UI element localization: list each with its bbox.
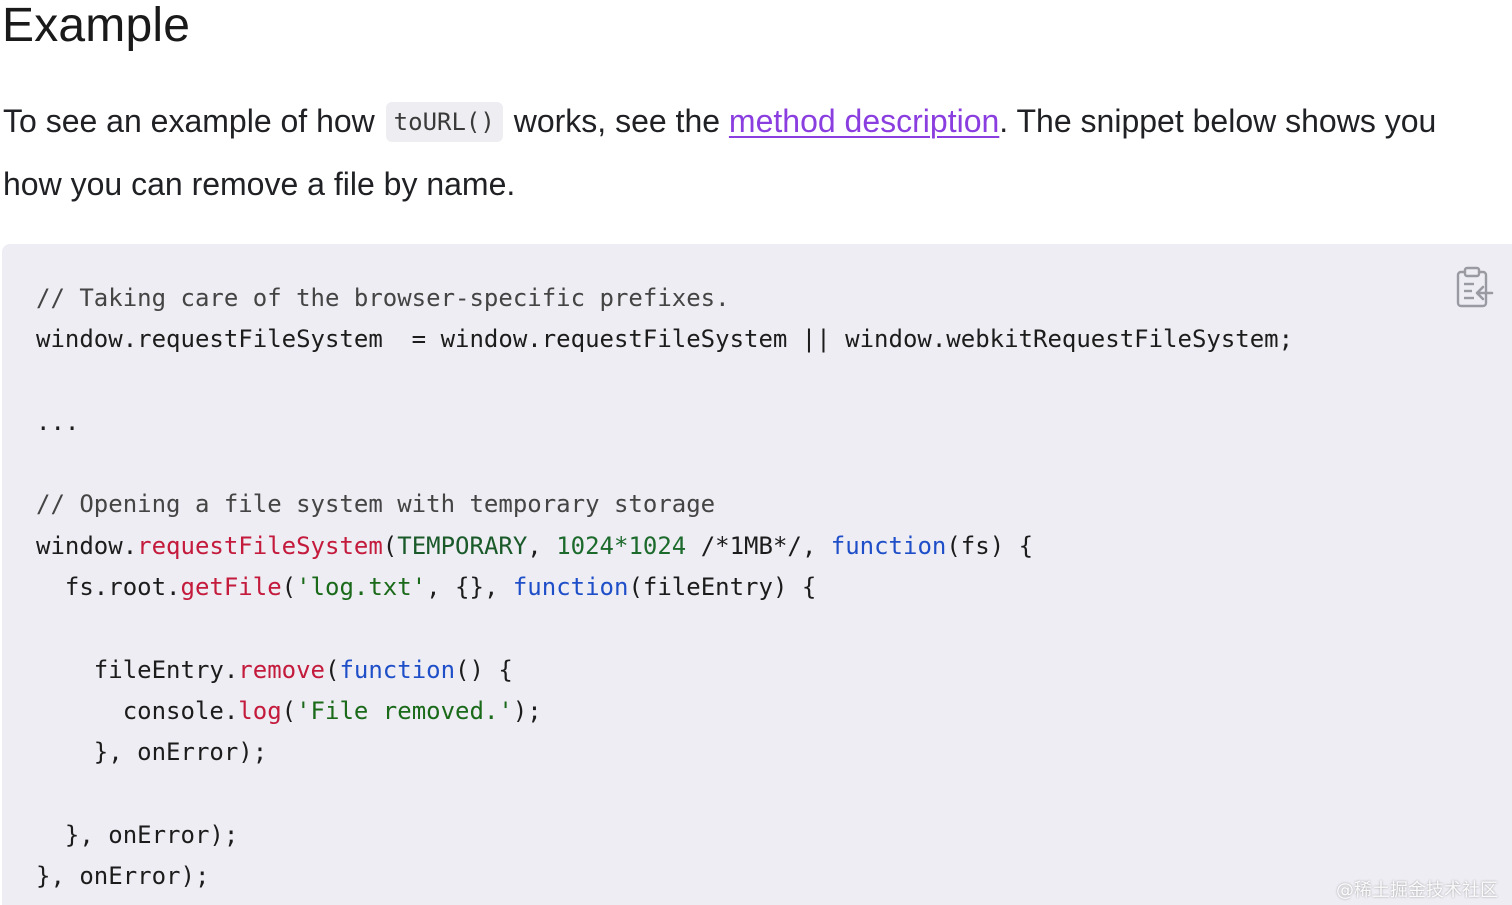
code-line-blank <box>36 774 1293 815</box>
code-line-getfile: fs.root.getFile('log.txt', {}, function(… <box>36 573 817 602</box>
paragraph-text-middle: works, see the <box>504 103 729 139</box>
code-line-request-assign: window.requestFileSystem = window.reques… <box>36 325 1294 354</box>
paragraph-text-after: . The snippet below shows you <box>999 103 1437 139</box>
code-line-blank <box>36 443 1293 484</box>
section-heading: Example <box>2 0 191 52</box>
code-block: // Taking care of the browser-specific p… <box>2 244 1512 905</box>
paragraph-line-2: how you can remove a file by name. <box>3 166 516 202</box>
paragraph-text-before: To see an example of how <box>3 103 384 139</box>
code-snippet: // Taking care of the browser-specific p… <box>36 278 1293 897</box>
paragraph-line-1: To see an example of how toURL() works, … <box>3 90 1512 153</box>
code-line-comment-opening: // Opening a file system with temporary … <box>36 490 716 519</box>
code-line-close-request: }, onError); <box>36 862 210 891</box>
code-line-blank <box>36 361 1293 402</box>
method-description-link[interactable]: method description <box>728 103 1000 139</box>
code-line-console-log: console.log('File removed.'); <box>36 696 542 725</box>
clipboard-copy-icon[interactable] <box>1454 266 1494 310</box>
code-line-remove: fileEntry.remove(function() { <box>36 655 513 684</box>
code-line-close-getfile: }, onError); <box>36 820 239 849</box>
intro-paragraph: To see an example of how toURL() works, … <box>3 90 1512 216</box>
code-line-comment-prefixes: // Taking care of the browser-specific p… <box>36 284 730 312</box>
code-line-close-remove: }, onError); <box>36 738 268 767</box>
watermark-text: @稀土掘金技术社区 <box>1336 880 1498 901</box>
inline-code-tourl: toURL() <box>385 102 503 142</box>
code-line-request-call: window.requestFileSystem(TEMPORARY, 1024… <box>36 531 1034 560</box>
code-line-blank <box>36 608 1293 649</box>
code-line-ellipsis: ... <box>36 407 80 436</box>
